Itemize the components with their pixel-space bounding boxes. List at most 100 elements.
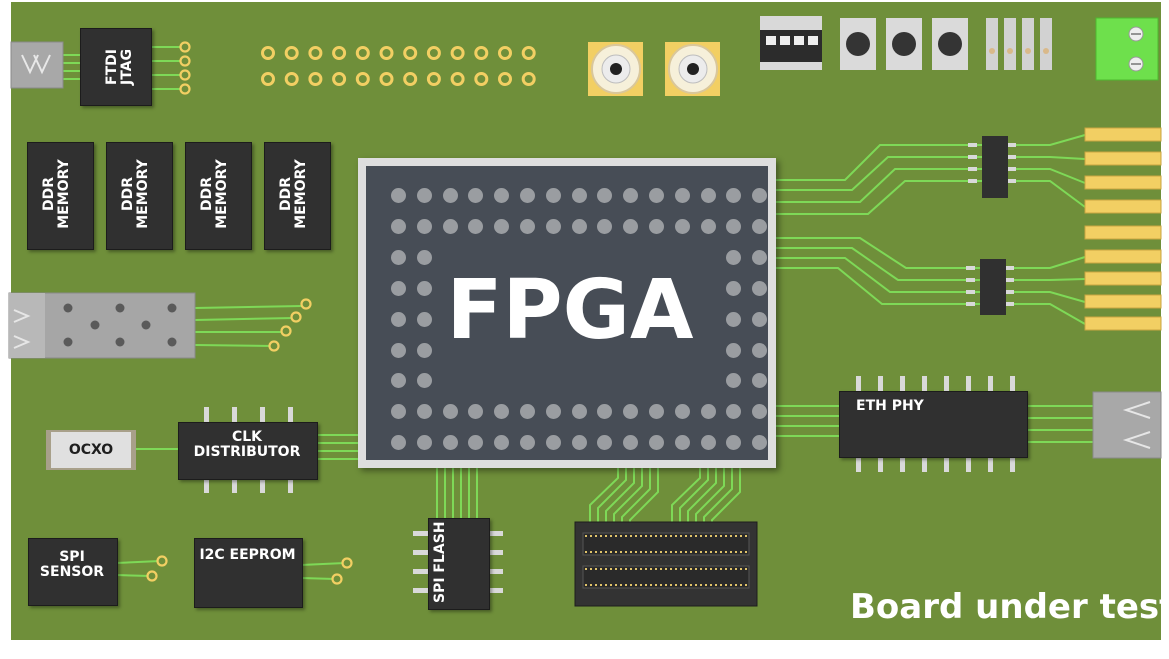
fpga-ball bbox=[700, 188, 716, 203]
fpga-ball bbox=[520, 188, 535, 203]
ddr-memory-chip-3 bbox=[185, 142, 252, 250]
fpga-ball bbox=[752, 218, 768, 234]
header-via bbox=[521, 46, 536, 60]
header-via bbox=[332, 72, 347, 86]
fpga-ball bbox=[571, 218, 587, 234]
ddr-line2: MEMORY bbox=[213, 159, 230, 229]
fpga-ball bbox=[391, 218, 406, 234]
fpga-ball bbox=[391, 342, 406, 358]
fpga-ball bbox=[468, 188, 484, 203]
ddr-line1: DDR bbox=[278, 176, 294, 212]
fpga-ball bbox=[468, 218, 484, 234]
board-to-board-connector bbox=[574, 521, 758, 607]
clk-distributor-label: CLK DISTRIBUTOR bbox=[178, 430, 316, 470]
fpga-ball bbox=[752, 311, 768, 327]
header-via bbox=[450, 72, 465, 86]
spi-sensor-line1: SPI bbox=[59, 549, 85, 565]
fpga-ball bbox=[494, 435, 510, 451]
soic-ic-bottom bbox=[966, 259, 1014, 315]
spi-sensor-line2: SENSOR bbox=[39, 563, 105, 580]
usb-chevron-icon bbox=[33, 54, 51, 75]
fpga-ball bbox=[674, 435, 690, 451]
dip-switch bbox=[760, 16, 822, 70]
i2c-eeprom-label: I2C EEPROM bbox=[199, 547, 296, 563]
i2c-eeprom-chip bbox=[194, 538, 303, 608]
spi-flash-chip bbox=[428, 518, 490, 610]
ddr-memory-label-3: DDR MEMORY bbox=[199, 144, 236, 244]
spi-sensor-chip bbox=[28, 538, 118, 606]
fpga-ball bbox=[494, 188, 510, 203]
fpga-ball bbox=[442, 188, 458, 203]
ddr-line2: MEMORY bbox=[55, 159, 72, 229]
fpga-ball bbox=[597, 218, 613, 234]
sma-connector-1 bbox=[588, 42, 643, 96]
spi-flash-label: SPI FLASH bbox=[432, 521, 448, 603]
spi-flash-pins bbox=[413, 531, 503, 593]
ddr-memory-chip-4 bbox=[264, 142, 331, 250]
ddr-memory-label-2: DDR MEMORY bbox=[120, 144, 157, 244]
fpga-ball bbox=[674, 188, 690, 203]
pcb-traces bbox=[62, 46, 1093, 580]
fpga-ball bbox=[391, 435, 406, 451]
fpga-ball bbox=[752, 249, 768, 265]
fpga-ball bbox=[700, 435, 716, 451]
spi-sensor-label: SPI SENSOR bbox=[28, 550, 116, 590]
fpga-ball bbox=[649, 404, 664, 420]
fpga-ball bbox=[520, 404, 535, 420]
clk-distributor-pins bbox=[204, 407, 293, 493]
fpga-ball bbox=[391, 249, 406, 265]
ftdi-jtag-chip bbox=[80, 28, 152, 106]
edge-gold-pads bbox=[1084, 127, 1162, 331]
fpga-ball bbox=[416, 280, 432, 296]
header-via bbox=[261, 46, 275, 60]
fpga-ball bbox=[597, 188, 613, 203]
fpga-ball bbox=[494, 218, 510, 234]
fpga-ball bbox=[649, 435, 664, 451]
fpga-ball bbox=[752, 280, 768, 296]
ddr-memory-chip-2 bbox=[106, 142, 173, 250]
fpga-ball bbox=[416, 435, 432, 451]
header-via bbox=[521, 72, 536, 86]
header-via bbox=[308, 72, 323, 86]
fpga-ball bbox=[726, 218, 742, 234]
fpga-ball bbox=[726, 311, 742, 327]
fpga-ball bbox=[726, 404, 742, 420]
fpga-ball bbox=[442, 435, 458, 451]
ftdi-jtag-line1: FTDI bbox=[104, 49, 120, 85]
clk-line1: CLK bbox=[231, 429, 263, 445]
clk-distributor-chip bbox=[178, 422, 318, 480]
fpga-ball bbox=[391, 188, 406, 203]
fpga-ball bbox=[442, 404, 458, 420]
fpga-ball bbox=[571, 188, 587, 203]
fpga-ball bbox=[545, 218, 561, 234]
board-caption: Board under test bbox=[850, 587, 1169, 627]
eth-phy-label: ETH PHY bbox=[856, 398, 924, 414]
header-via bbox=[355, 72, 370, 86]
fpga-ball bbox=[442, 218, 458, 234]
header-via bbox=[426, 46, 441, 60]
header-via bbox=[474, 72, 489, 86]
fpga-ball bbox=[416, 249, 432, 265]
header-via bbox=[284, 72, 299, 86]
fpga-ball bbox=[726, 435, 742, 451]
fpga-ball bbox=[571, 435, 587, 451]
header-via bbox=[403, 46, 418, 60]
fpga-ball bbox=[674, 404, 690, 420]
header-via bbox=[332, 46, 347, 60]
fpga-ball bbox=[468, 404, 484, 420]
fpga-ball bbox=[752, 188, 768, 203]
fpga-ball bbox=[700, 218, 716, 234]
fpga-ball bbox=[623, 218, 639, 234]
terminal-block bbox=[1095, 17, 1159, 81]
fpga-ball bbox=[752, 342, 768, 358]
fpga-ball bbox=[726, 373, 742, 389]
led-header bbox=[986, 18, 1052, 70]
fpga-ball bbox=[416, 404, 432, 420]
fpga-ball bbox=[752, 404, 768, 420]
jtag-test-pads bbox=[146, 41, 353, 585]
fpga-ball bbox=[416, 311, 432, 327]
header-via bbox=[474, 46, 489, 60]
ddr-line2: MEMORY bbox=[292, 159, 309, 229]
fpga-ball bbox=[649, 188, 664, 203]
fpga-ball bbox=[391, 311, 406, 327]
